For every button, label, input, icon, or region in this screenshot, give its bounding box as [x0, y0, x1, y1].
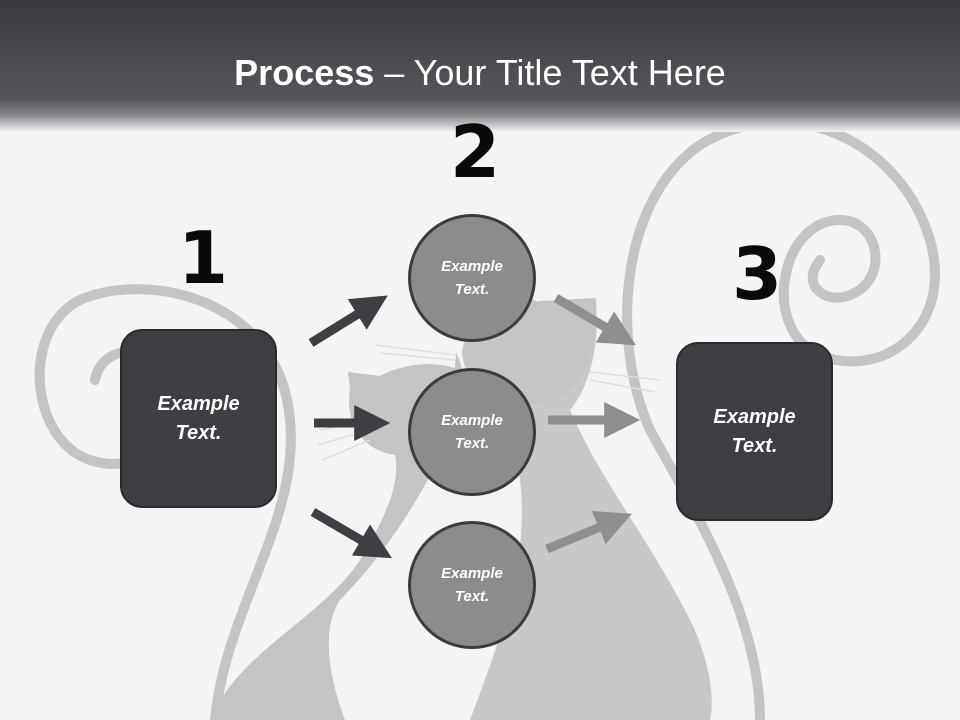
- arrow-bottom-to-3: [545, 510, 632, 554]
- step-3-number: 3: [732, 232, 783, 316]
- step-1-number: 1: [178, 216, 229, 300]
- step-2-number: 2: [450, 110, 501, 194]
- step-2-circle-middle[interactable]: Example Text.: [408, 368, 536, 496]
- title-header-bar: [0, 0, 960, 132]
- arrow-1-to-bottom: [310, 508, 392, 559]
- title-bold-part: Process: [234, 52, 375, 93]
- arrow-1-to-top: [308, 295, 388, 347]
- step-3-box[interactable]: Example Text.: [676, 342, 833, 521]
- step-2-circle-top[interactable]: Example Text.: [408, 214, 536, 342]
- page-title: Process – Your Title Text Here: [0, 52, 960, 94]
- step-1-box[interactable]: Example Text.: [120, 329, 277, 508]
- title-rest-part: – Your Title Text Here: [374, 52, 726, 93]
- arrow-top-to-3: [553, 294, 636, 346]
- step-2-circle-bottom[interactable]: Example Text.: [408, 521, 536, 649]
